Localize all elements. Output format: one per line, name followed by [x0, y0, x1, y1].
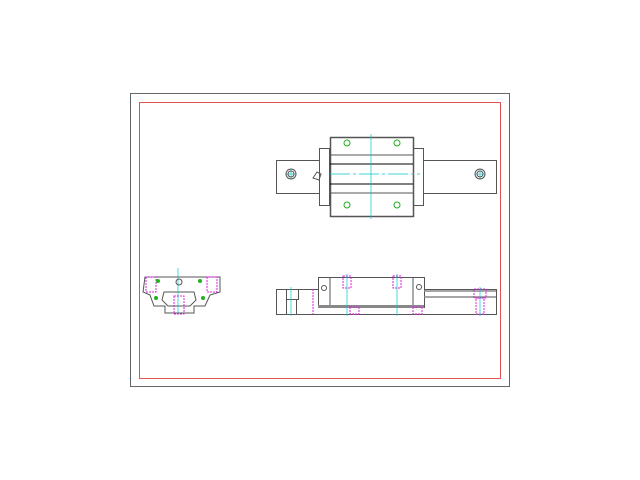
grease-nipple-icon — [312, 171, 322, 181]
block-body — [329, 136, 415, 218]
end-plate-right — [413, 148, 424, 206]
sheet-frame — [130, 93, 510, 387]
rail-holes — [285, 168, 486, 180]
end-plate-left — [319, 148, 330, 206]
mounting-holes — [343, 139, 401, 209]
front-view — [142, 268, 221, 315]
block-side — [318, 277, 425, 308]
top-view — [276, 134, 497, 219]
side-view — [276, 274, 497, 316]
drawing-border — [139, 102, 501, 379]
